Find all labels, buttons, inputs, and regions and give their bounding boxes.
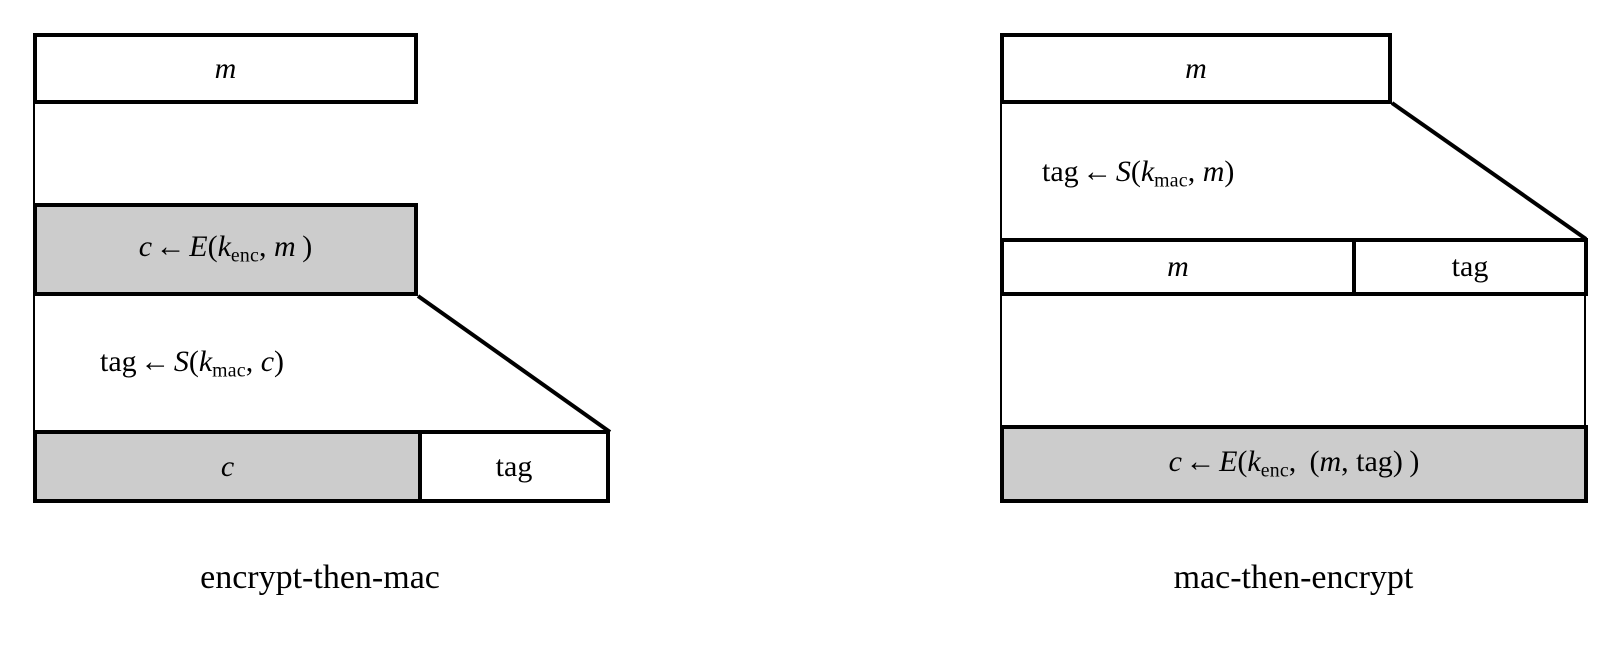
- tagged-message-cell: m: [1000, 238, 1356, 296]
- ciphertext-box-label: c←E(kenc, m): [138, 230, 313, 267]
- output-ciphertext-cell: c: [33, 430, 422, 503]
- message-box: m: [1000, 33, 1392, 104]
- mac-step-label: tag←S(kmac, m): [1042, 155, 1235, 192]
- mac-step-label: tag←S(kmac, c): [100, 345, 285, 382]
- ciphertext-box: c←E(kenc,(m, tag)): [1000, 425, 1588, 503]
- message-box-label: m: [1185, 51, 1207, 85]
- output-tag-cell: tag: [418, 430, 610, 503]
- message-box: m: [33, 33, 418, 104]
- tagged-tag-label: tag: [1451, 250, 1489, 283]
- output-tag-label: tag: [495, 449, 533, 483]
- diagonal-connector: [416, 294, 612, 434]
- ciphertext-box: c←E(kenc, m): [33, 203, 418, 296]
- diagonal-connector: [1390, 101, 1588, 241]
- output-ciphertext-label: c: [220, 449, 235, 483]
- diagram-encrypt-then-mac: m c←E(kenc, m) tag←S(kmac, c) c tag encr…: [0, 0, 700, 648]
- tagged-tag-cell: tag: [1352, 238, 1588, 296]
- tagged-message-label: m: [1167, 250, 1189, 283]
- caption-encrypt-then-mac: encrypt-then-mac: [200, 559, 440, 596]
- ciphertext-box-label: c←E(kenc,(m, tag)): [1168, 444, 1420, 482]
- connector-rail-right-outer: [1584, 294, 1586, 430]
- message-box-label: m: [214, 51, 237, 85]
- caption-mac-then-encrypt: mac-then-encrypt: [1173, 559, 1414, 596]
